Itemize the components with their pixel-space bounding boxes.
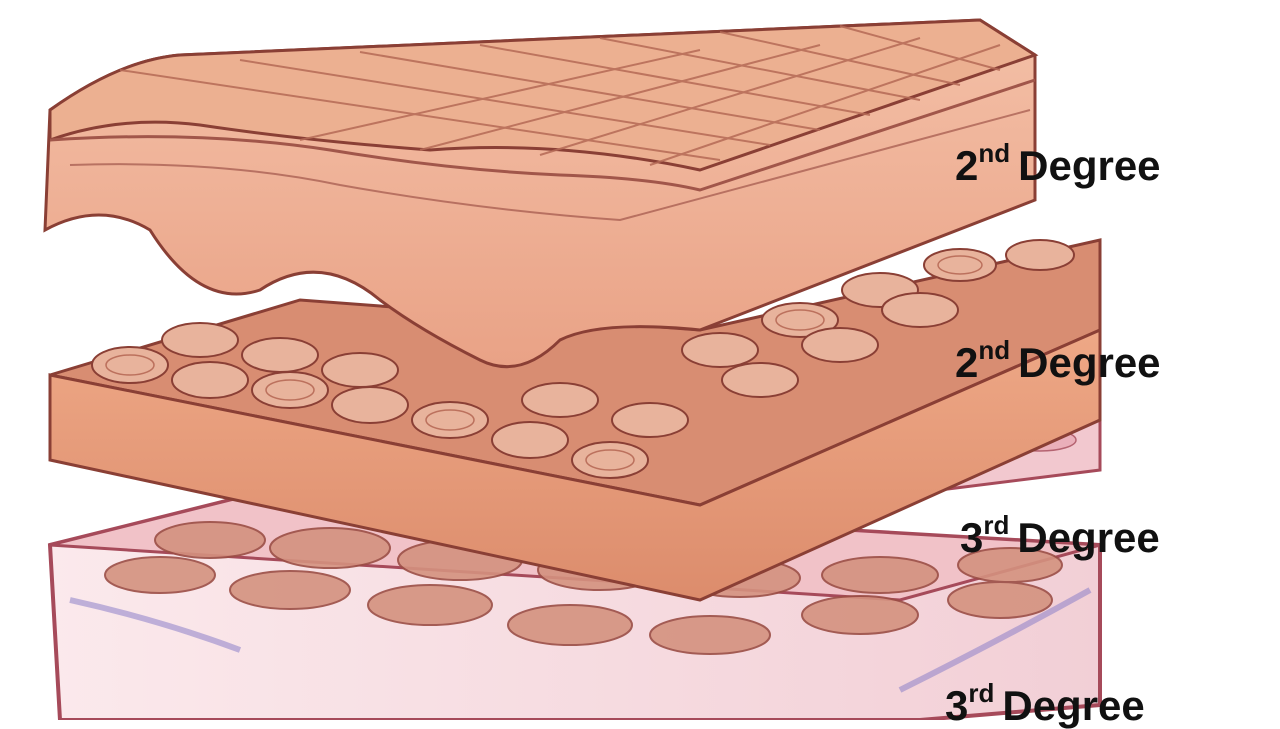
label-ordinal-suffix: rd (983, 510, 1010, 540)
label-number: 3 (960, 514, 984, 561)
label-word: Degree (1017, 514, 1160, 561)
label-word: Degree (1002, 682, 1145, 729)
label-ordinal-suffix: nd (978, 335, 1011, 365)
label-number: 3 (945, 682, 969, 729)
label-word: Degree (1018, 142, 1161, 189)
label-ordinal-suffix: rd (968, 678, 995, 708)
top-skin-layer (43, 18, 1039, 369)
label-number: 2 (955, 142, 979, 189)
middle-skin-layer (48, 238, 1102, 602)
label-word: Degree (1018, 339, 1161, 386)
label-number: 2 (955, 339, 979, 386)
label-ordinal-suffix: nd (978, 138, 1011, 168)
